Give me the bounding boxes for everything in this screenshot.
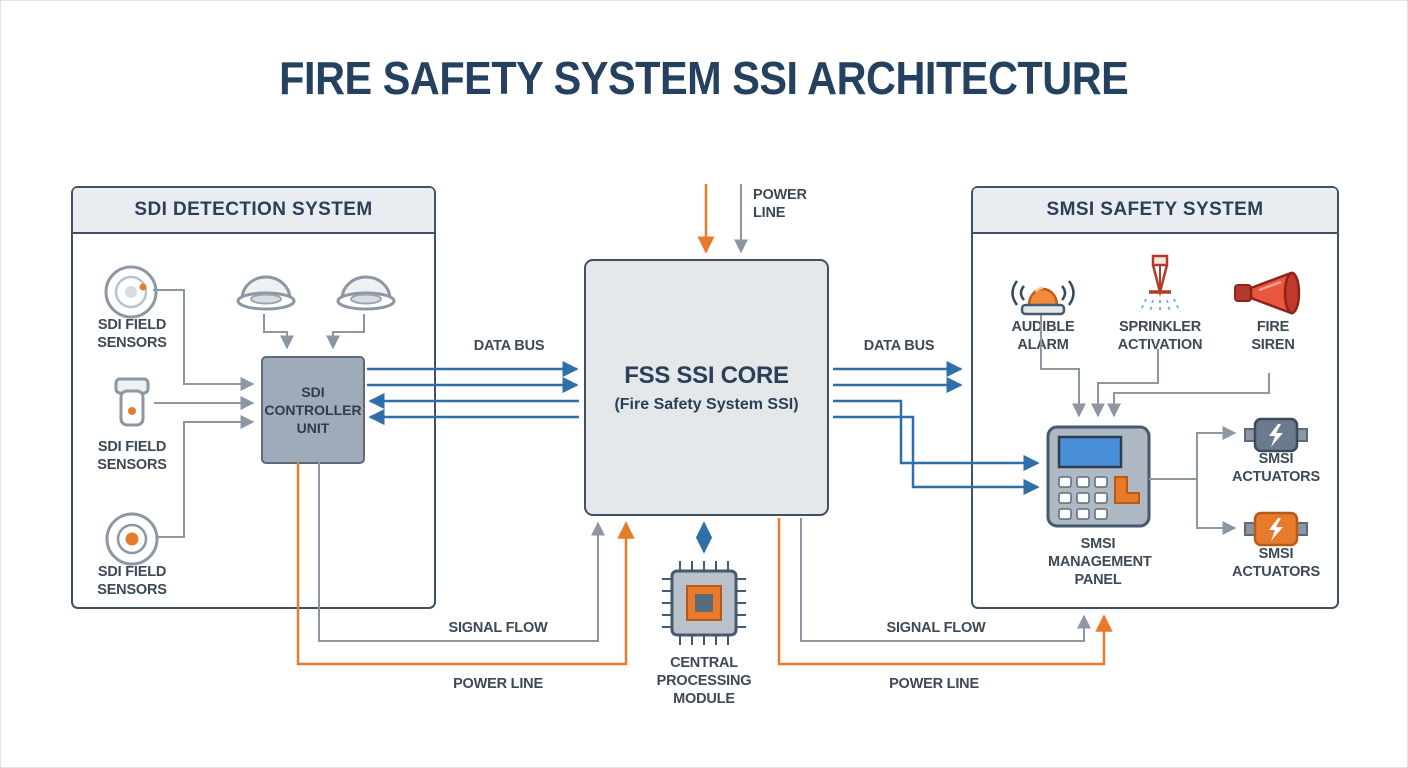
actuator-icon-1: [1243, 415, 1309, 460]
core-title: FSS SSI CORE: [624, 361, 789, 389]
actuator-icon-2: [1243, 509, 1309, 554]
dome-detector-icon-2: [334, 264, 398, 319]
dome-detector-icon-1: [234, 264, 298, 319]
power-line-right-label: POWER LINE: [886, 676, 982, 694]
sdi-detection-panel: SDI DETECTION SYSTEM SDI FIELD SENSORS: [71, 186, 436, 609]
signal-flow-left-label: SIGNAL FLOW: [448, 620, 548, 638]
sdi-controller-unit: SDI CONTROLLER UNIT: [261, 356, 365, 464]
audible-alarm-label: AUDIBLE ALARM: [1011, 319, 1075, 353]
actuator-label-2: SMSI ACTUATORS: [1232, 546, 1320, 580]
actuator-label-1: SMSI ACTUATORS: [1232, 451, 1320, 485]
signal-flow-right-label: SIGNAL FLOW: [886, 620, 986, 638]
field-sensor-label-1: SDI FIELD SENSORS: [97, 317, 167, 351]
cpu-chip-icon: [658, 557, 750, 654]
power-line-top-label: POWER LINE: [753, 187, 807, 221]
sprinkler-icon: [1128, 254, 1192, 333]
audible-alarm-icon: [1005, 265, 1081, 326]
data-bus-right-label: DATA BUS: [863, 338, 935, 354]
diagram-title: FIRE SAFETY SYSTEM SSI ARCHITECTURE: [279, 52, 1129, 104]
fss-ssi-core: FSS SSI CORE (Fire Safety System SSI): [584, 259, 829, 516]
core-subtitle: (Fire Safety System SSI): [614, 395, 799, 413]
power-line-left-label: POWER LINE: [450, 676, 546, 694]
smsi-safety-panel: SMSI SAFETY SYSTEM AUDIBLE ALARM: [971, 186, 1339, 609]
fire-siren-icon: [1229, 263, 1313, 328]
smsi-panel-header: SMSI SAFETY SYSTEM: [973, 188, 1337, 234]
data-bus-left-label: DATA BUS: [473, 338, 545, 354]
cpu-module-label: CENTRAL PROCESSING MODULE: [656, 655, 752, 707]
field-sensor-label-2: SDI FIELD SENSORS: [97, 439, 167, 473]
cylinder-sensor-icon: [112, 377, 152, 438]
heat-sensor-icon: [104, 511, 160, 572]
smoke-sensor-icon: [103, 264, 159, 325]
management-panel-icon: [1046, 425, 1151, 533]
sprinkler-label: SPRINKLER ACTIVATION: [1117, 319, 1203, 353]
field-sensor-label-3: SDI FIELD SENSORS: [97, 564, 167, 598]
management-panel-label: SMSI MANAGEMENT PANEL: [1048, 536, 1152, 588]
fire-siren-label: FIRE SIREN: [1251, 319, 1295, 353]
sdi-panel-header: SDI DETECTION SYSTEM: [73, 188, 434, 234]
